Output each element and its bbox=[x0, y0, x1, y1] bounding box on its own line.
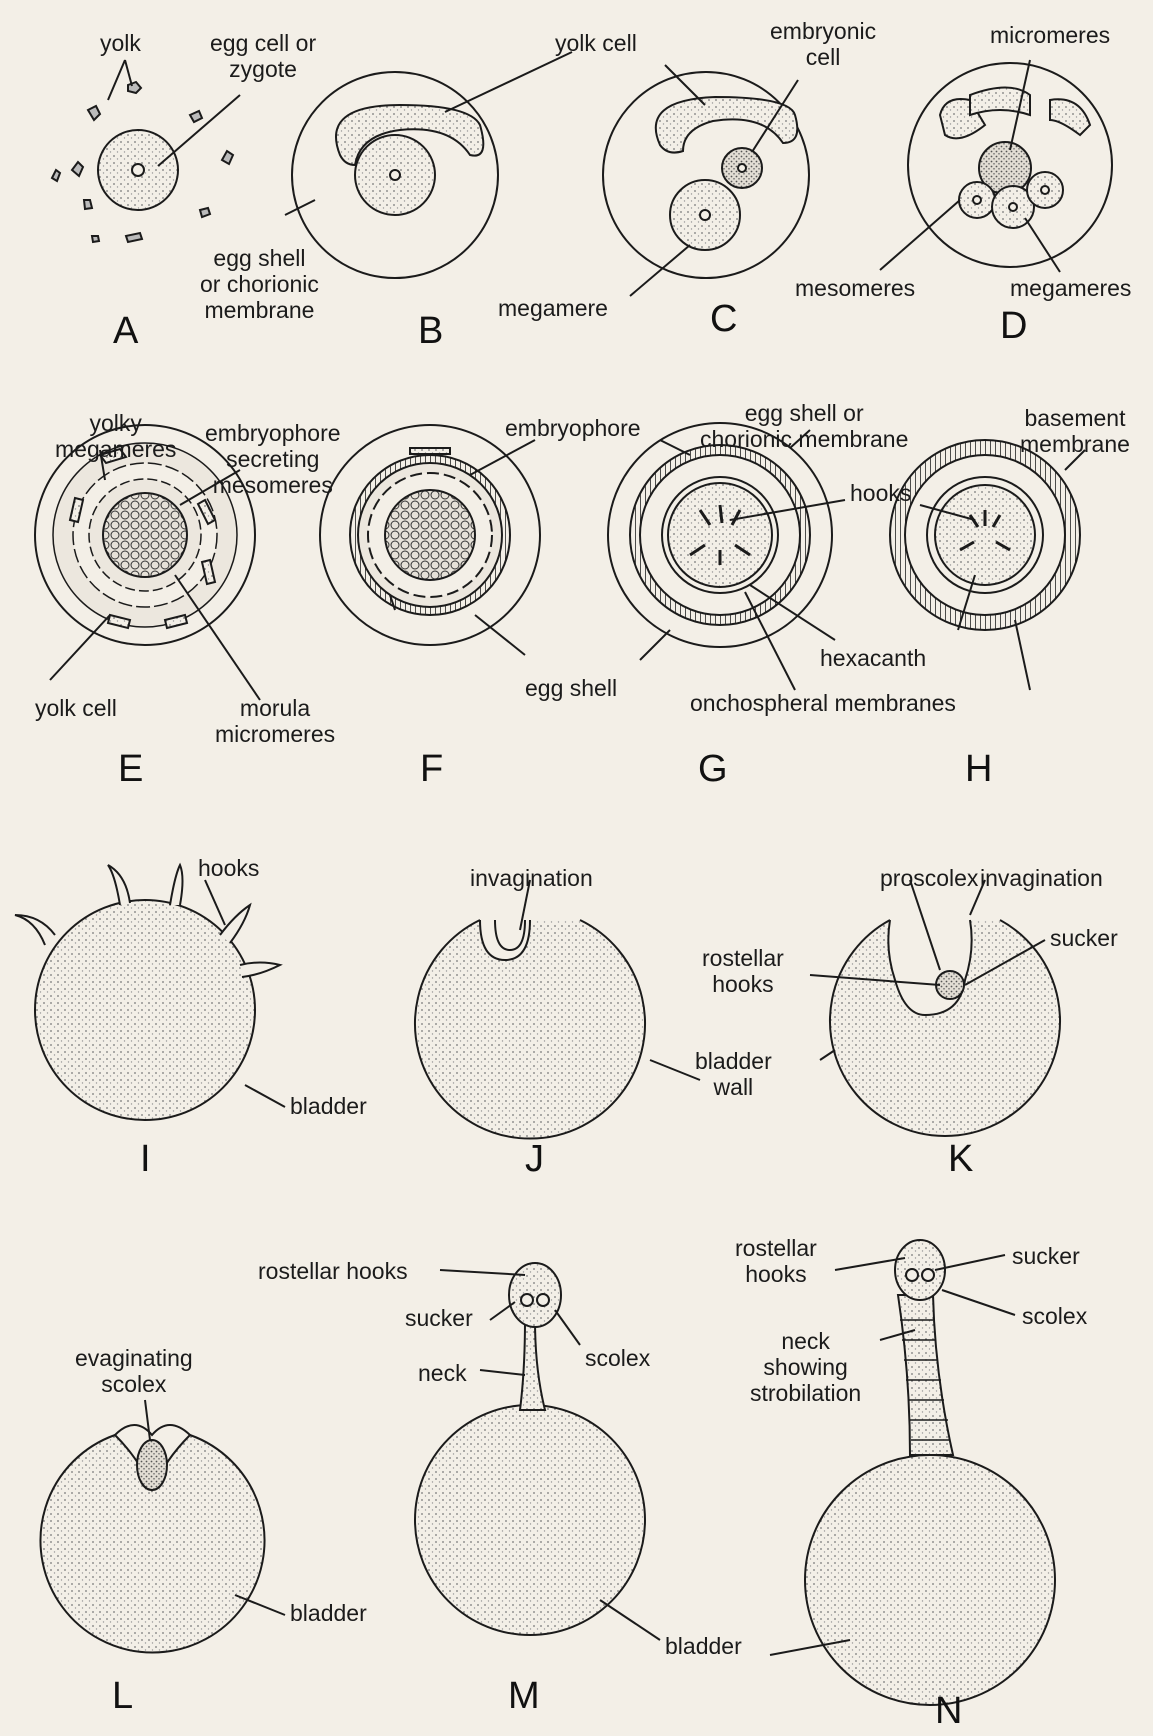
label-m-scolex: scolex bbox=[585, 1345, 650, 1371]
label-h-basement: basement membrane bbox=[1020, 405, 1130, 457]
label-m-rostellar-hooks: rostellar hooks bbox=[258, 1258, 408, 1284]
strobilating-neck bbox=[898, 1295, 953, 1455]
label-e-embryophore-secreting: embryophore secreting mesomeres bbox=[205, 420, 341, 498]
label-g-hexacanth: hexacanth bbox=[820, 645, 926, 671]
label-n-rostellar-hooks: rostellar hooks bbox=[735, 1235, 817, 1287]
scolex bbox=[509, 1263, 561, 1327]
label-i-hooks: hooks bbox=[198, 855, 259, 881]
label-a-egg-shell: egg shell or chorionic membrane bbox=[200, 245, 319, 323]
evaginating-scolex bbox=[137, 1440, 167, 1490]
panel-f-drawing bbox=[320, 425, 540, 655]
panel-a-drawing bbox=[52, 60, 240, 242]
label-e-yolk-cell: yolk cell bbox=[35, 695, 117, 721]
bladder bbox=[415, 1405, 645, 1635]
panel-d-drawing bbox=[880, 60, 1112, 272]
panel-letter-a: A bbox=[113, 310, 138, 353]
panel-i-drawing bbox=[15, 865, 285, 1120]
panel-b-drawing bbox=[285, 52, 572, 278]
label-c-megamere: megamere bbox=[498, 295, 608, 321]
panel-letter-e: E bbox=[118, 748, 143, 791]
panel-letter-c: C bbox=[710, 298, 737, 341]
panel-letter-g: G bbox=[698, 748, 728, 791]
bladder bbox=[805, 1455, 1055, 1705]
label-a-egg-cell: egg cell or zygote bbox=[210, 30, 316, 82]
panel-letter-n: N bbox=[935, 1690, 962, 1733]
panel-j-drawing bbox=[415, 880, 700, 1139]
label-k-proscolex: proscolex bbox=[880, 865, 978, 891]
label-g-hooks: hooks bbox=[850, 480, 911, 506]
label-d-micromeres: micromeres bbox=[990, 22, 1110, 48]
label-f-egg-shell: egg shell bbox=[525, 675, 617, 701]
label-m-bladder: bladder bbox=[665, 1633, 742, 1659]
label-k-invagination: invagination bbox=[980, 865, 1103, 891]
label-l-bladder: bladder bbox=[290, 1600, 367, 1626]
label-b-yolk-cell: yolk cell bbox=[555, 30, 637, 56]
label-j-bladder-wall: bladder wall bbox=[695, 1048, 772, 1100]
label-g-onchospheral: onchospheral membranes bbox=[690, 690, 956, 716]
hexacanth bbox=[935, 485, 1035, 585]
panel-letter-j: J bbox=[525, 1138, 544, 1181]
label-k-sucker: sucker bbox=[1050, 925, 1118, 951]
panel-letter-h: H bbox=[965, 748, 992, 791]
label-d-mesomeres: mesomeres bbox=[795, 275, 915, 301]
label-n-scolex: scolex bbox=[1022, 1303, 1087, 1329]
panel-letter-m: M bbox=[508, 1675, 540, 1718]
panel-letter-i: I bbox=[140, 1138, 151, 1181]
morula bbox=[103, 493, 187, 577]
panel-letter-l: L bbox=[112, 1675, 133, 1718]
panel-k-drawing bbox=[810, 880, 1060, 1136]
panel-letter-b: B bbox=[418, 310, 443, 353]
hexacanth bbox=[668, 483, 772, 587]
label-e-morula: morula micromeres bbox=[215, 695, 335, 747]
neck bbox=[520, 1320, 545, 1410]
label-n-sucker: sucker bbox=[1012, 1243, 1080, 1269]
panel-g-drawing bbox=[608, 423, 845, 690]
bladder bbox=[415, 920, 645, 1139]
label-l-evaginating: evaginating scolex bbox=[75, 1345, 193, 1397]
label-j-invagination: invagination bbox=[470, 865, 593, 891]
label-e-yolky-megameres: yolky megameres bbox=[55, 410, 176, 462]
label-i-bladder: bladder bbox=[290, 1093, 367, 1119]
label-n-neck: neck showing strobilation bbox=[750, 1328, 861, 1406]
label-m-neck: neck bbox=[418, 1360, 467, 1386]
label-a-yolk: yolk bbox=[100, 30, 141, 56]
panel-n-drawing bbox=[770, 1240, 1055, 1705]
label-c-embryonic-cell: embryonic cell bbox=[770, 18, 876, 70]
panel-letter-d: D bbox=[1000, 305, 1027, 348]
panel-l-drawing bbox=[40, 1400, 285, 1653]
label-f-embryophore: embryophore bbox=[505, 415, 641, 441]
panel-letter-k: K bbox=[948, 1138, 973, 1181]
label-d-megameres: megameres bbox=[1010, 275, 1131, 301]
proscolex bbox=[936, 971, 964, 999]
panel-letter-f: F bbox=[420, 748, 443, 791]
label-g-egg-shell-chorionic: egg shell or chorionic membrane bbox=[700, 400, 908, 452]
morula bbox=[385, 490, 475, 580]
label-m-sucker: sucker bbox=[405, 1305, 473, 1331]
label-k-rostellar-hooks: rostellar hooks bbox=[702, 945, 784, 997]
panel-c-drawing bbox=[603, 65, 809, 296]
